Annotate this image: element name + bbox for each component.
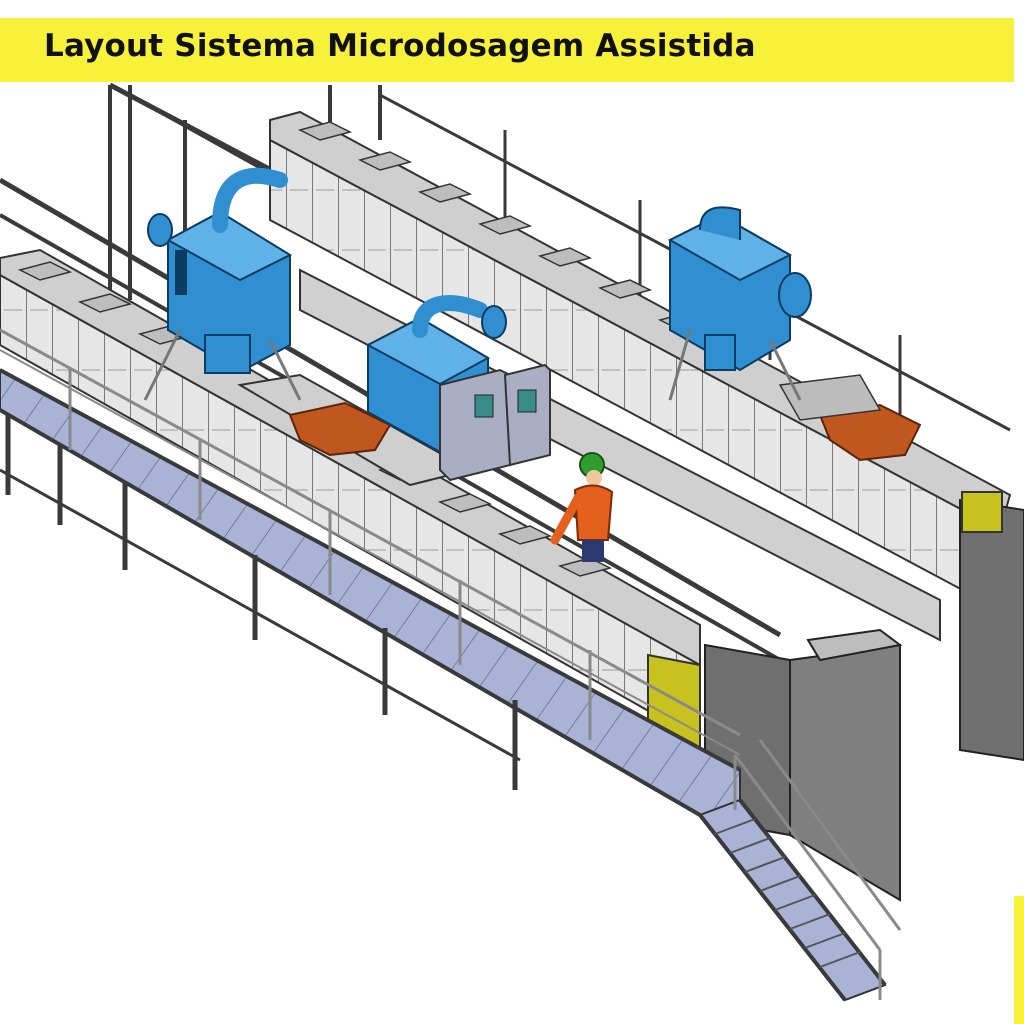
dust-collector-icon: [667, 206, 812, 401]
dust-collector-icon: [143, 167, 302, 401]
front-dosing-line: [0, 177, 903, 902]
title-banner: [0, 18, 1014, 82]
hopper-icon: [288, 401, 392, 457]
operator-icon: [550, 452, 614, 562]
corner-accent-bar: [1014, 896, 1024, 1024]
hopper-icon: [778, 374, 922, 462]
control-panel-icon: [439, 363, 551, 482]
page-title: Layout Sistema Microdosagem Assistida: [44, 28, 756, 64]
operator-walkway: [0, 328, 741, 817]
stair-icon: [698, 739, 902, 1002]
